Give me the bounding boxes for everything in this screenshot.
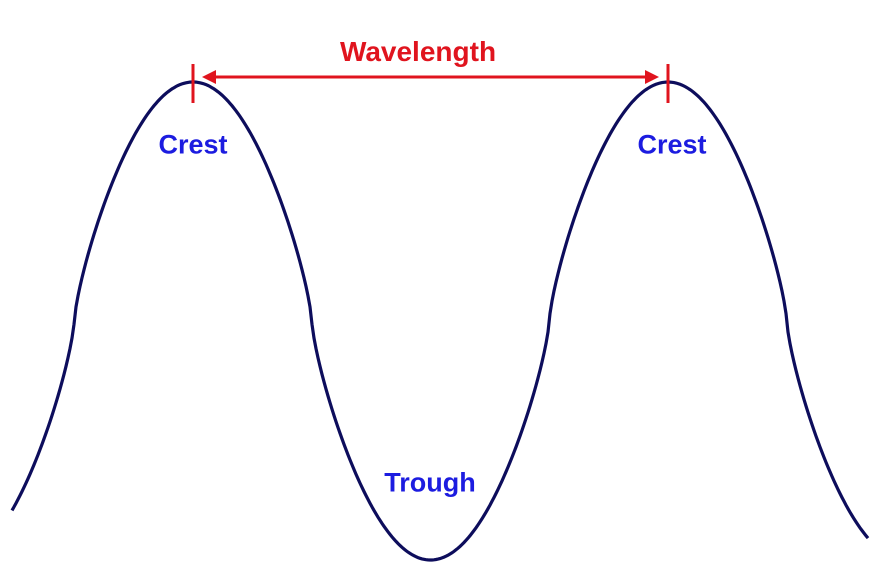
wave-curve	[10, 80, 870, 562]
wavelength-label: Wavelength	[339, 36, 497, 67]
crest-label-left: Crest	[158, 129, 228, 160]
trough-label: Trough	[384, 467, 476, 498]
arrowhead-right	[645, 70, 659, 84]
arrowhead-left	[202, 70, 216, 84]
crest-label-right: Crest	[637, 129, 707, 160]
